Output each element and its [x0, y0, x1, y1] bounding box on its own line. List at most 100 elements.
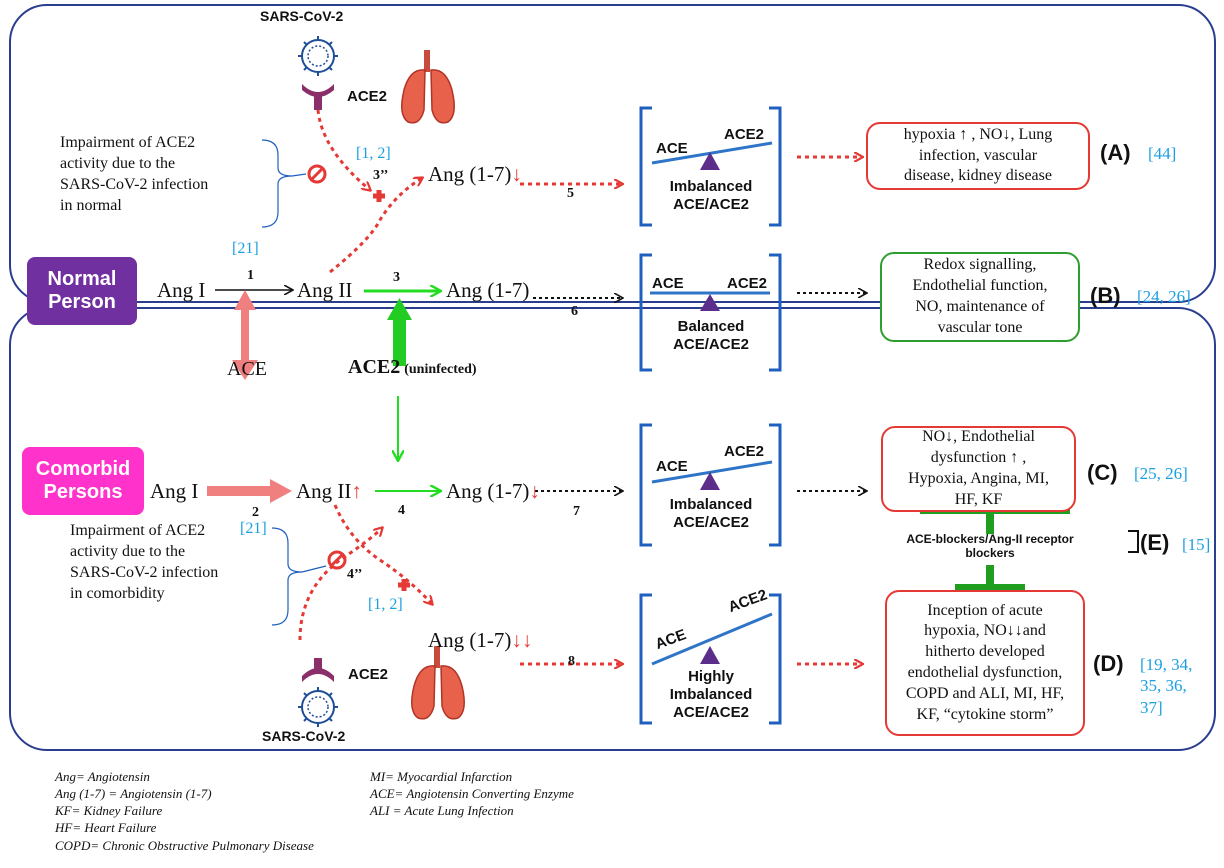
outcome-line: infection, vascular — [918, 146, 1038, 164]
outcome-box-b: Redox signalling, Endothelial function, … — [880, 252, 1080, 342]
ang17-text: Ang (1-7) — [446, 479, 530, 503]
balance-icon-4 — [639, 593, 782, 725]
uninfected-text: (uninfected) — [404, 362, 477, 377]
step-7: 7 — [573, 504, 580, 519]
ang17-text: Ang (1-7) — [428, 628, 512, 652]
no-symbol-icon-normal — [307, 164, 327, 184]
virus-label-top: SARS-CoV-2 — [260, 8, 344, 24]
outcome-line: Hypoxia, Angina, MI, — [908, 470, 1049, 487]
ang17-text: Ang (1-7) — [428, 162, 512, 186]
outcome-box-c: NO↓, Endothelial dysfunction ↑ , Hypoxia… — [881, 426, 1076, 512]
legend-item: MI= Myocardial Infarction — [370, 769, 513, 784]
outcome-cite-e: [15] — [1182, 535, 1211, 554]
citation-comorbid-21: [21] — [240, 520, 267, 537]
balance-caption-2: Balanced ACE/ACE2 — [655, 318, 767, 354]
impairment-text-comorbid: Impairment of ACE2 activity due to the S… — [70, 520, 218, 604]
no-symbol-icon-comorbid — [327, 550, 347, 570]
ace2-receptor-label-top: ACE2 — [347, 88, 388, 105]
step-3: 3 — [393, 270, 400, 285]
outcome-line: Redox signalling, — [923, 256, 1037, 274]
outcome-letter-c: (C) — [1087, 460, 1118, 485]
outcome-line: HF, KF — [954, 490, 1003, 508]
ang17-lowlow-comorbid: Ang (1-7)↓↓ — [428, 628, 532, 652]
outcome-cite-c: [25, 26] — [1134, 464, 1188, 483]
balance-icon-3 — [639, 423, 782, 547]
legend-item: ALI = Acute Lung Infection — [370, 803, 514, 819]
impair-line: Impairment of ACE2 — [60, 134, 196, 151]
balance-right-1: ACE2 — [724, 126, 765, 143]
down-arrow-icon: ↓ — [529, 479, 540, 503]
ace2-uninfected-label: ACE2 (uninfected) — [348, 356, 477, 379]
outcome-line: NO↓, Endothelial — [922, 428, 1035, 446]
outcome-line: disease, kidney disease — [904, 167, 1052, 185]
caption-line: ACE/ACE2 — [673, 514, 749, 531]
down-arrow-icon: ↓ — [511, 162, 522, 186]
caption-line: ACE/ACE2 — [673, 704, 749, 721]
legend-left: Ang= Angiotensin Ang (1-7) = Angiotensin… — [55, 768, 314, 854]
outcome-line: endothelial dysfunction, — [907, 664, 1063, 681]
outcome-letter-e: (E) — [1140, 530, 1170, 555]
virus-icon-top — [298, 36, 338, 76]
outcome-box-d: Inception of acute hypoxia, NO↓↓and hith… — [885, 590, 1085, 736]
lungs-icon-top — [401, 50, 455, 124]
impair-line: activity due to the — [60, 155, 176, 173]
impair-line: SARS-CoV-2 infection — [70, 564, 219, 582]
comorbid-person-text: Comorbid Persons — [35, 458, 131, 503]
legend-item: COPD= Chronic Obstructive Pulmonary Dise… — [55, 837, 314, 853]
normal-person-text: Normal Person — [47, 268, 117, 313]
step-8: 8 — [568, 654, 575, 669]
balance-right-3: ACE2 — [724, 443, 765, 460]
step-5: 5 — [567, 186, 574, 201]
step-4pp: 4’’ — [347, 567, 363, 582]
plus-icon-comorbid — [398, 579, 410, 591]
ace2-text: ACE2 — [348, 356, 401, 378]
outcome-e-text: ACE-blockers/Ang-II receptor blockers — [872, 532, 1108, 561]
ang1-comorbid: Ang I — [150, 479, 199, 503]
citation-normal-12: [1, 2] — [356, 145, 391, 162]
impair-line: SARS-CoV-2 infection — [60, 176, 209, 194]
outcome-line: COPD and ALI, MI, HF, — [905, 684, 1065, 702]
impairment-text-normal: Impairment of ACE2 activity due to the S… — [60, 132, 208, 216]
balance-left-1: ACE — [656, 140, 688, 157]
outcome-line: hypoxia ↑ , NO↓, Lung — [903, 125, 1053, 143]
impair-line: activity due to the — [70, 543, 186, 561]
cite-line: [19, 34, — [1140, 655, 1193, 674]
virus-label-bottom: SARS-CoV-2 — [262, 728, 346, 744]
outcome-line: hitherto developed — [925, 643, 1045, 661]
blocker-bar-bottom — [955, 565, 1025, 591]
ace2-receptor-label-bottom: ACE2 — [348, 666, 389, 683]
normal-person-label: Normal Person — [27, 257, 137, 325]
outcome-box-a: hypoxia ↑ , NO↓, Lung infection, vascula… — [866, 122, 1090, 190]
legend-item: Ang (1-7) = Angiotensin (1-7) — [55, 786, 212, 802]
step-6: 6 — [571, 304, 578, 319]
step-3pp: 3’’ — [373, 168, 389, 183]
caption-line: Highly — [688, 668, 734, 685]
cite-line: 35, 36, — [1140, 676, 1187, 696]
legend-item: HF= Heart Failure — [55, 820, 157, 836]
legend-item: ACE= Angiotensin Converting Enzyme — [370, 786, 574, 802]
ace-arrow-comorbid — [207, 479, 292, 503]
normal-panel — [9, 4, 1216, 303]
balance-caption-1: Imbalanced ACE/ACE2 — [655, 178, 767, 214]
step-4: 4 — [398, 503, 405, 518]
ang2-comorbid: Ang II↑ — [296, 479, 362, 503]
step-2: 2 — [252, 505, 259, 520]
caption-line: Imbalanced — [669, 178, 753, 195]
balance-right-2: ACE2 — [727, 275, 768, 292]
step-1: 1 — [247, 268, 254, 283]
ace-arrow-down — [232, 307, 258, 380]
ang2-normal: Ang II — [297, 278, 353, 302]
ang1-normal: Ang I — [157, 278, 206, 302]
outcome-line: Inception of acute — [927, 601, 1043, 619]
outcome-letter-b: (B) — [1090, 283, 1121, 308]
legend-right: MI= Myocardial Infarction ACE= Angiotens… — [370, 768, 574, 819]
up-arrow-icon: ↑ — [351, 479, 362, 503]
ace-label-normal: ACE — [227, 358, 267, 380]
balance-caption-3: Imbalanced ACE/ACE2 — [655, 496, 767, 532]
double-down-arrow-icon: ↓↓ — [511, 628, 533, 652]
caption-line: Balanced — [677, 318, 745, 335]
outcome-cite-a: [44] — [1148, 144, 1177, 163]
lungs-icon-bottom — [411, 646, 465, 720]
virus-icon-bottom — [298, 687, 338, 727]
outcome-line: vascular tone — [937, 318, 1023, 336]
